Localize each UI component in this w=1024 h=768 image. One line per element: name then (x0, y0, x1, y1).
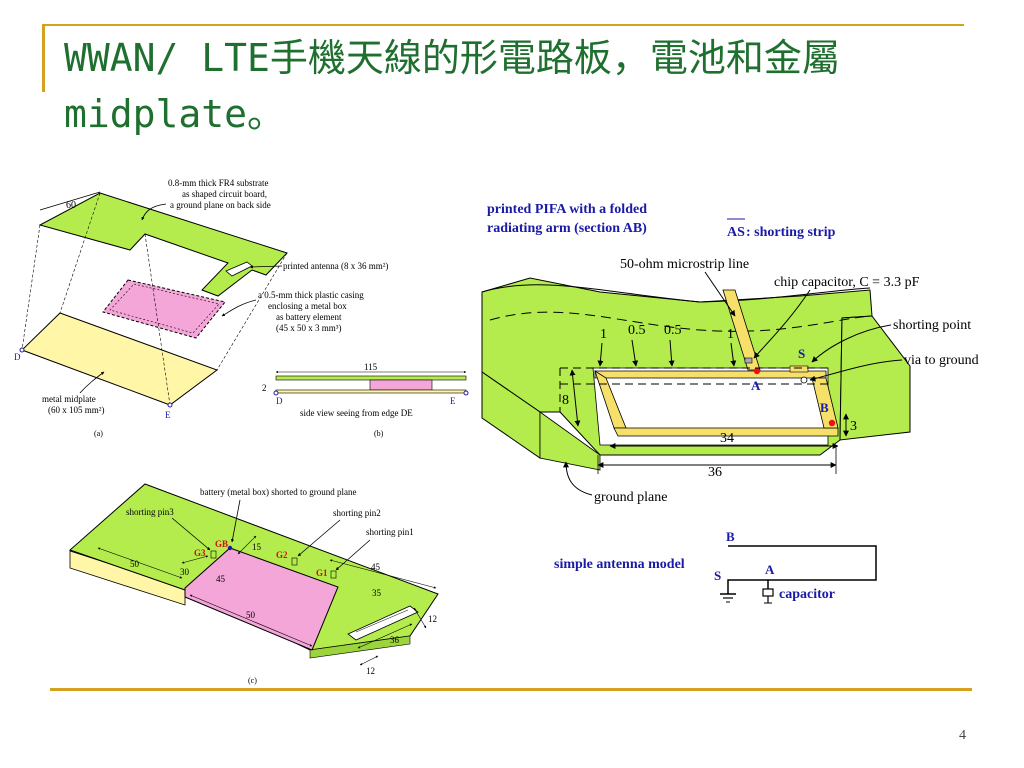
side-point-d: D (276, 396, 283, 406)
dim-15-label: 15 (252, 542, 262, 552)
dim-60-label: 60 (66, 200, 76, 211)
casing-note-4: (45 x 50 x 3 mm³) (276, 323, 341, 333)
caption-c: (c) (248, 676, 257, 685)
point-s-label: S (798, 346, 805, 361)
simple-antenna-model: simple antenna model B S A capacitor (554, 529, 877, 604)
dim-12b-label: 12 (366, 666, 375, 676)
dim-05b-label: 0.5 (664, 323, 682, 338)
model-capacitor-symbol (762, 588, 774, 597)
figure-b: 115 2 D E side view seeing from edge DE … (262, 362, 469, 438)
shorting-pin2-label: shorting pin2 (333, 508, 381, 518)
battery-casing (102, 279, 226, 339)
microstrip-label: 50-ohm microstrip line (620, 257, 749, 272)
chip-capacitor (744, 357, 753, 364)
figure-a: 60 0.8-mm thick FR4 substrate as shaped … (14, 178, 388, 438)
battery-casing-inner (109, 283, 220, 334)
model-capacitor-label: capacitor (779, 587, 835, 602)
casing-note-1: a 0.5-mm thick plastic casing (258, 290, 364, 300)
pifa-arm-bottom (613, 427, 839, 437)
footer-rule (50, 688, 972, 691)
as-rest-label: : shorting strip (746, 225, 836, 240)
dim-50b-label: 50 (246, 610, 256, 620)
as-label: AS (727, 225, 745, 240)
substrate-note-3: a ground plane on back side (170, 200, 271, 210)
shorting-strip (789, 365, 809, 373)
antenna-note: printed antenna (8 x 36 mm²) (283, 261, 388, 271)
figure-pifa: printed PIFA with a folded radiating arm… (481, 202, 979, 505)
casing-note-3: as battery element (276, 312, 342, 322)
ground-plane-label: ground plane (594, 490, 667, 505)
point-e-label: E (165, 410, 171, 420)
midplate-note-2: (60 x 105 mm²) (48, 405, 104, 415)
casing-note-2: enclosing a metal box (268, 301, 347, 311)
pifa-arm-right (811, 377, 839, 429)
point-a-label: A (751, 378, 761, 393)
dim-45a-label: 45 (216, 574, 226, 584)
caption-b: (b) (374, 429, 384, 438)
substrate-note-1: 0.8-mm thick FR4 substrate (168, 178, 269, 188)
pifa-board-right (839, 315, 911, 441)
side-view-note: side view seeing from edge DE (300, 408, 413, 418)
pifa-board-bottom-edge (539, 411, 601, 471)
model-a-label: A (765, 562, 775, 577)
g2-label: G2 (276, 550, 288, 560)
dim-36-label: 36 (708, 465, 722, 480)
page-number: 4 (959, 728, 966, 743)
caption-a: (a) (94, 429, 103, 438)
side-point-e: E (450, 396, 456, 406)
model-b-label: B (726, 529, 735, 544)
dim-45b-label: 45 (371, 562, 381, 572)
chip-capacitor-label: chip capacitor, C = 3.3 pF (774, 275, 920, 290)
shorting-point-label: shorting point (893, 318, 971, 333)
midplate-note-1: metal midplate (42, 394, 96, 404)
model-title: simple antenna model (554, 557, 685, 572)
dim-30-label: 30 (180, 567, 190, 577)
shorting-pin1-label: shorting pin1 (366, 527, 414, 537)
dim-115-label: 115 (364, 362, 378, 372)
title-accent-horizontal (42, 24, 964, 26)
dim-36-label: 36 (390, 635, 400, 645)
dim-05a-label: 0.5 (628, 323, 646, 338)
model-s-label: S (714, 568, 721, 583)
battery-shorted-note: battery (metal box) shorted to ground pl… (200, 487, 356, 497)
substrate-note-2: as shaped circuit board, (182, 189, 267, 199)
dim-2-label: 2 (262, 383, 267, 393)
g3-label: G3 (194, 548, 206, 558)
fr4-board-shape (38, 192, 288, 297)
dim-8-label: 8 (562, 393, 569, 408)
dim-34-label: 34 (720, 431, 734, 446)
g1-label: G1 (316, 568, 328, 578)
shorting-pin3-label: shorting pin3 (126, 507, 174, 517)
dim-3-label: 3 (850, 419, 857, 434)
pifa-heading-2: radiating arm (section AB) (487, 221, 647, 236)
point-b-label: B (820, 400, 829, 415)
gb-label: GB (215, 539, 228, 549)
title-accent-vertical (42, 24, 45, 92)
via-to-ground-label: via to ground (904, 353, 979, 368)
slide-title: WWAN/ LTE手機天線的形電路板，電池和金屬midplate。 (64, 36, 840, 136)
point-d-label: D (14, 352, 21, 362)
pifa-heading-1: printed PIFA with a folded (487, 202, 647, 217)
dim-35-label: 35 (372, 588, 382, 598)
dim-1a-label: 1 (600, 327, 607, 342)
figure-c: battery (metal box) shorted to ground pl… (69, 483, 439, 685)
dim-1b-label: 1 (727, 327, 734, 342)
dim-12a-label: 12 (428, 614, 437, 624)
dim-50a-label: 50 (130, 559, 140, 569)
